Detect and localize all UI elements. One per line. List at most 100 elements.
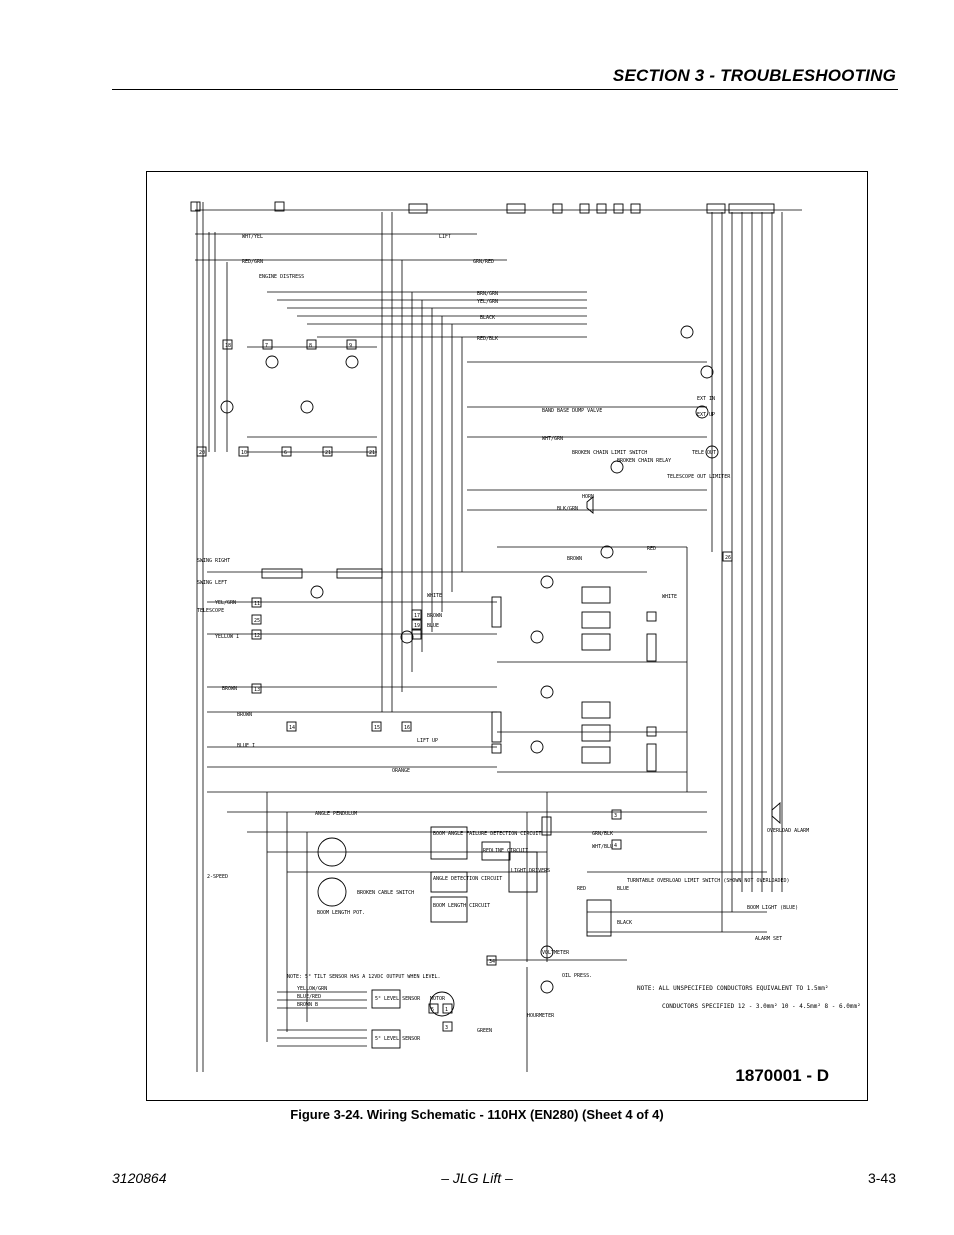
label-engine-distress: ENGINE DISTRESS xyxy=(259,274,304,280)
label-boom-length-pot: BOOM LENGTH POT. xyxy=(317,910,365,916)
label-white: WHITE xyxy=(662,594,677,600)
terminal-numbers: 18 7 8 9 20 10 6 21 21 11 25 12 13 14 15… xyxy=(199,343,731,1031)
label-level-sensor-1: 5° LEVEL SENSOR xyxy=(375,996,421,1002)
terminal-number: 26 xyxy=(725,555,731,561)
terminal-number: 13 xyxy=(254,687,260,693)
terminal-number: 8 xyxy=(309,343,312,349)
label-lift: LIFT xyxy=(439,234,451,240)
label-grn-blk: GRN/BLK xyxy=(592,831,613,837)
label-broken-chain-limit: BROKEN CHAIN LIMIT SWITCH xyxy=(572,450,647,456)
label-orange: ORANGE xyxy=(392,768,410,774)
label-brown-3: BROWN xyxy=(222,686,237,692)
terminal-number: 11 xyxy=(254,601,260,607)
section-title: SECTION 3 - TROUBLESHOOTING xyxy=(612,66,896,85)
label-voltmeter: VOLTMETER xyxy=(542,950,570,956)
label-red-blk: RED/BLK xyxy=(477,336,498,342)
label-angle-detection: ANGLE DETECTION CIRCUIT xyxy=(433,876,502,882)
label-red-2: RED xyxy=(577,886,586,892)
schematic-wires xyxy=(195,202,802,1072)
terminal-number: 6 xyxy=(284,450,287,456)
terminal-number: 25 xyxy=(254,618,260,624)
label-tele-out-limiter: TELESCOPE OUT LIMITER xyxy=(667,474,731,480)
footer-publisher: – JLG Lift – xyxy=(441,1170,513,1186)
label-brown-4: BROWN xyxy=(237,712,252,718)
label-wht-yel: WHT/YEL xyxy=(242,234,263,240)
schematic-labels: WHT/YEL RED/GRN ENGINE DISTRESS LIFT GRN… xyxy=(197,234,861,1042)
label-2-speed: 2-SPEED xyxy=(207,874,228,880)
label-wht-grn: WHT/GRN xyxy=(542,436,563,442)
label-hourmeter: HOURMETER xyxy=(527,1013,555,1019)
label-broken-chain-relay: BROKEN CHAIN RELAY xyxy=(617,458,671,464)
label-lift-up: LIFT UP xyxy=(417,738,438,744)
label-tele-out: TELE OUT xyxy=(692,450,716,456)
wiring-schematic-figure: WHT/YEL RED/GRN ENGINE DISTRESS LIFT GRN… xyxy=(146,171,868,1101)
label-yel-grn: YEL/GRN xyxy=(477,299,498,305)
header-rule xyxy=(112,89,898,90)
label-brown-2: BROWN xyxy=(427,613,442,619)
terminal-number: 17 xyxy=(414,613,420,619)
label-failure-detection: BOOM ANGLE FAILURE DETECTION CIRCUIT xyxy=(433,831,541,837)
footer-page-number: 3-43 xyxy=(867,1170,896,1186)
label-ext-up: EXT UP xyxy=(697,412,715,418)
terminal-number: 7 xyxy=(265,343,268,349)
terminal-number: 16 xyxy=(404,725,410,731)
terminal-number: 21 xyxy=(369,450,375,456)
label-swing-right: SWING RIGHT xyxy=(197,558,230,564)
label-blue-red: BLUE/RED xyxy=(297,994,321,1000)
label-swing-left: SWING LEFT xyxy=(197,580,227,586)
terminal-number: 4 xyxy=(614,843,617,849)
label-blue-i: BLUE I xyxy=(237,743,255,749)
label-boom-length-circuit: BOOM LENGTH CIRCUIT xyxy=(433,903,490,909)
terminal-number: 3 xyxy=(445,1025,448,1031)
label-tilt-note: NOTE: 5° TILT SENSOR HAS A 12VDC OUTPUT … xyxy=(287,974,441,980)
label-white-2: WHITE xyxy=(427,593,442,599)
terminal-number: 20 xyxy=(199,450,205,456)
label-horn: HORN xyxy=(582,494,594,500)
label-oil-press: OIL PRESS. xyxy=(562,973,592,979)
label-blue: BLUE xyxy=(427,623,439,629)
label-telescope: TELESCOPE xyxy=(197,608,224,614)
footer-doc-number: 3120864 xyxy=(112,1170,167,1186)
label-motor: MOTOR xyxy=(430,996,446,1002)
label-boom-light: BOOM LIGHT (BLUE) xyxy=(747,905,798,911)
label-angle-pendulum: ANGLE PENDULUM xyxy=(315,811,357,817)
label-dump-valve: BAND BASE DUMP VALVE xyxy=(542,408,602,414)
label-black: BLACK xyxy=(480,315,495,321)
terminal-number: 1 xyxy=(445,1007,448,1013)
terminal-number: 5 xyxy=(431,1007,434,1013)
label-red-grn: RED/GRN xyxy=(242,259,263,265)
label-blue-2: BLUE xyxy=(617,886,629,892)
label-grn-red: GRN/RED xyxy=(473,259,494,265)
terminal-number: 14 xyxy=(289,725,295,731)
figure-caption: Figure 3-24. Wiring Schematic - 110HX (E… xyxy=(290,1107,664,1122)
label-alarm-set: ALARM SET xyxy=(755,936,782,942)
terminal-number: 19 xyxy=(414,623,420,629)
terminal-number: 15 xyxy=(374,725,380,731)
label-level-sensor-2: 5° LEVEL SENSOR xyxy=(375,1036,421,1042)
terminal-number: 12 xyxy=(254,633,260,639)
terminal-number: 10 xyxy=(241,450,247,456)
label-blk-grn: BLK/GRN xyxy=(557,506,578,512)
label-wht-blu: WHT/BLU xyxy=(592,844,613,850)
label-black-2: BLACK xyxy=(617,920,632,926)
label-light-drivers: LIGHT DRIVERS xyxy=(511,868,550,874)
label-unspecified-note: NOTE: ALL UNSPECIFIED CONDUCTORS EQUIVAL… xyxy=(637,985,828,992)
label-overload-switch: TURNTABLE OVERLOAD LIMIT SWITCH (SHOWN N… xyxy=(627,878,790,884)
label-broken-cable-switch: BROKEN CABLE SWITCH xyxy=(357,890,414,896)
terminal-number: 21 xyxy=(325,450,331,456)
schematic-drawing: WHT/YEL RED/GRN ENGINE DISTRESS LIFT GRN… xyxy=(190,201,861,1072)
label-brown: BROWN xyxy=(567,556,582,562)
terminal-number: 18 xyxy=(225,343,231,349)
label-yellow-i: YELLOW I xyxy=(215,634,239,640)
label-conductors-note: CONDUCTORS SPECIFIED 12 - 3.0mm² 10 - 4.… xyxy=(662,1003,861,1010)
terminal-number: 3 xyxy=(614,813,617,819)
terminal-number: 9 xyxy=(349,343,352,349)
terminal-number: 34 xyxy=(489,959,495,965)
label-red: RED xyxy=(647,546,656,552)
label-yel-grn-2: YEL/GRN xyxy=(215,600,236,606)
label-yellow-grn: YELLOW/GRN xyxy=(297,986,327,992)
label-redline-circuit: REDLINE CIRCUIT xyxy=(483,848,528,854)
label-overload-alarm: OVERLOAD ALARM xyxy=(767,828,809,834)
drawing-number: 1870001 - D xyxy=(735,1066,829,1085)
label-green: GREEN xyxy=(477,1028,492,1034)
